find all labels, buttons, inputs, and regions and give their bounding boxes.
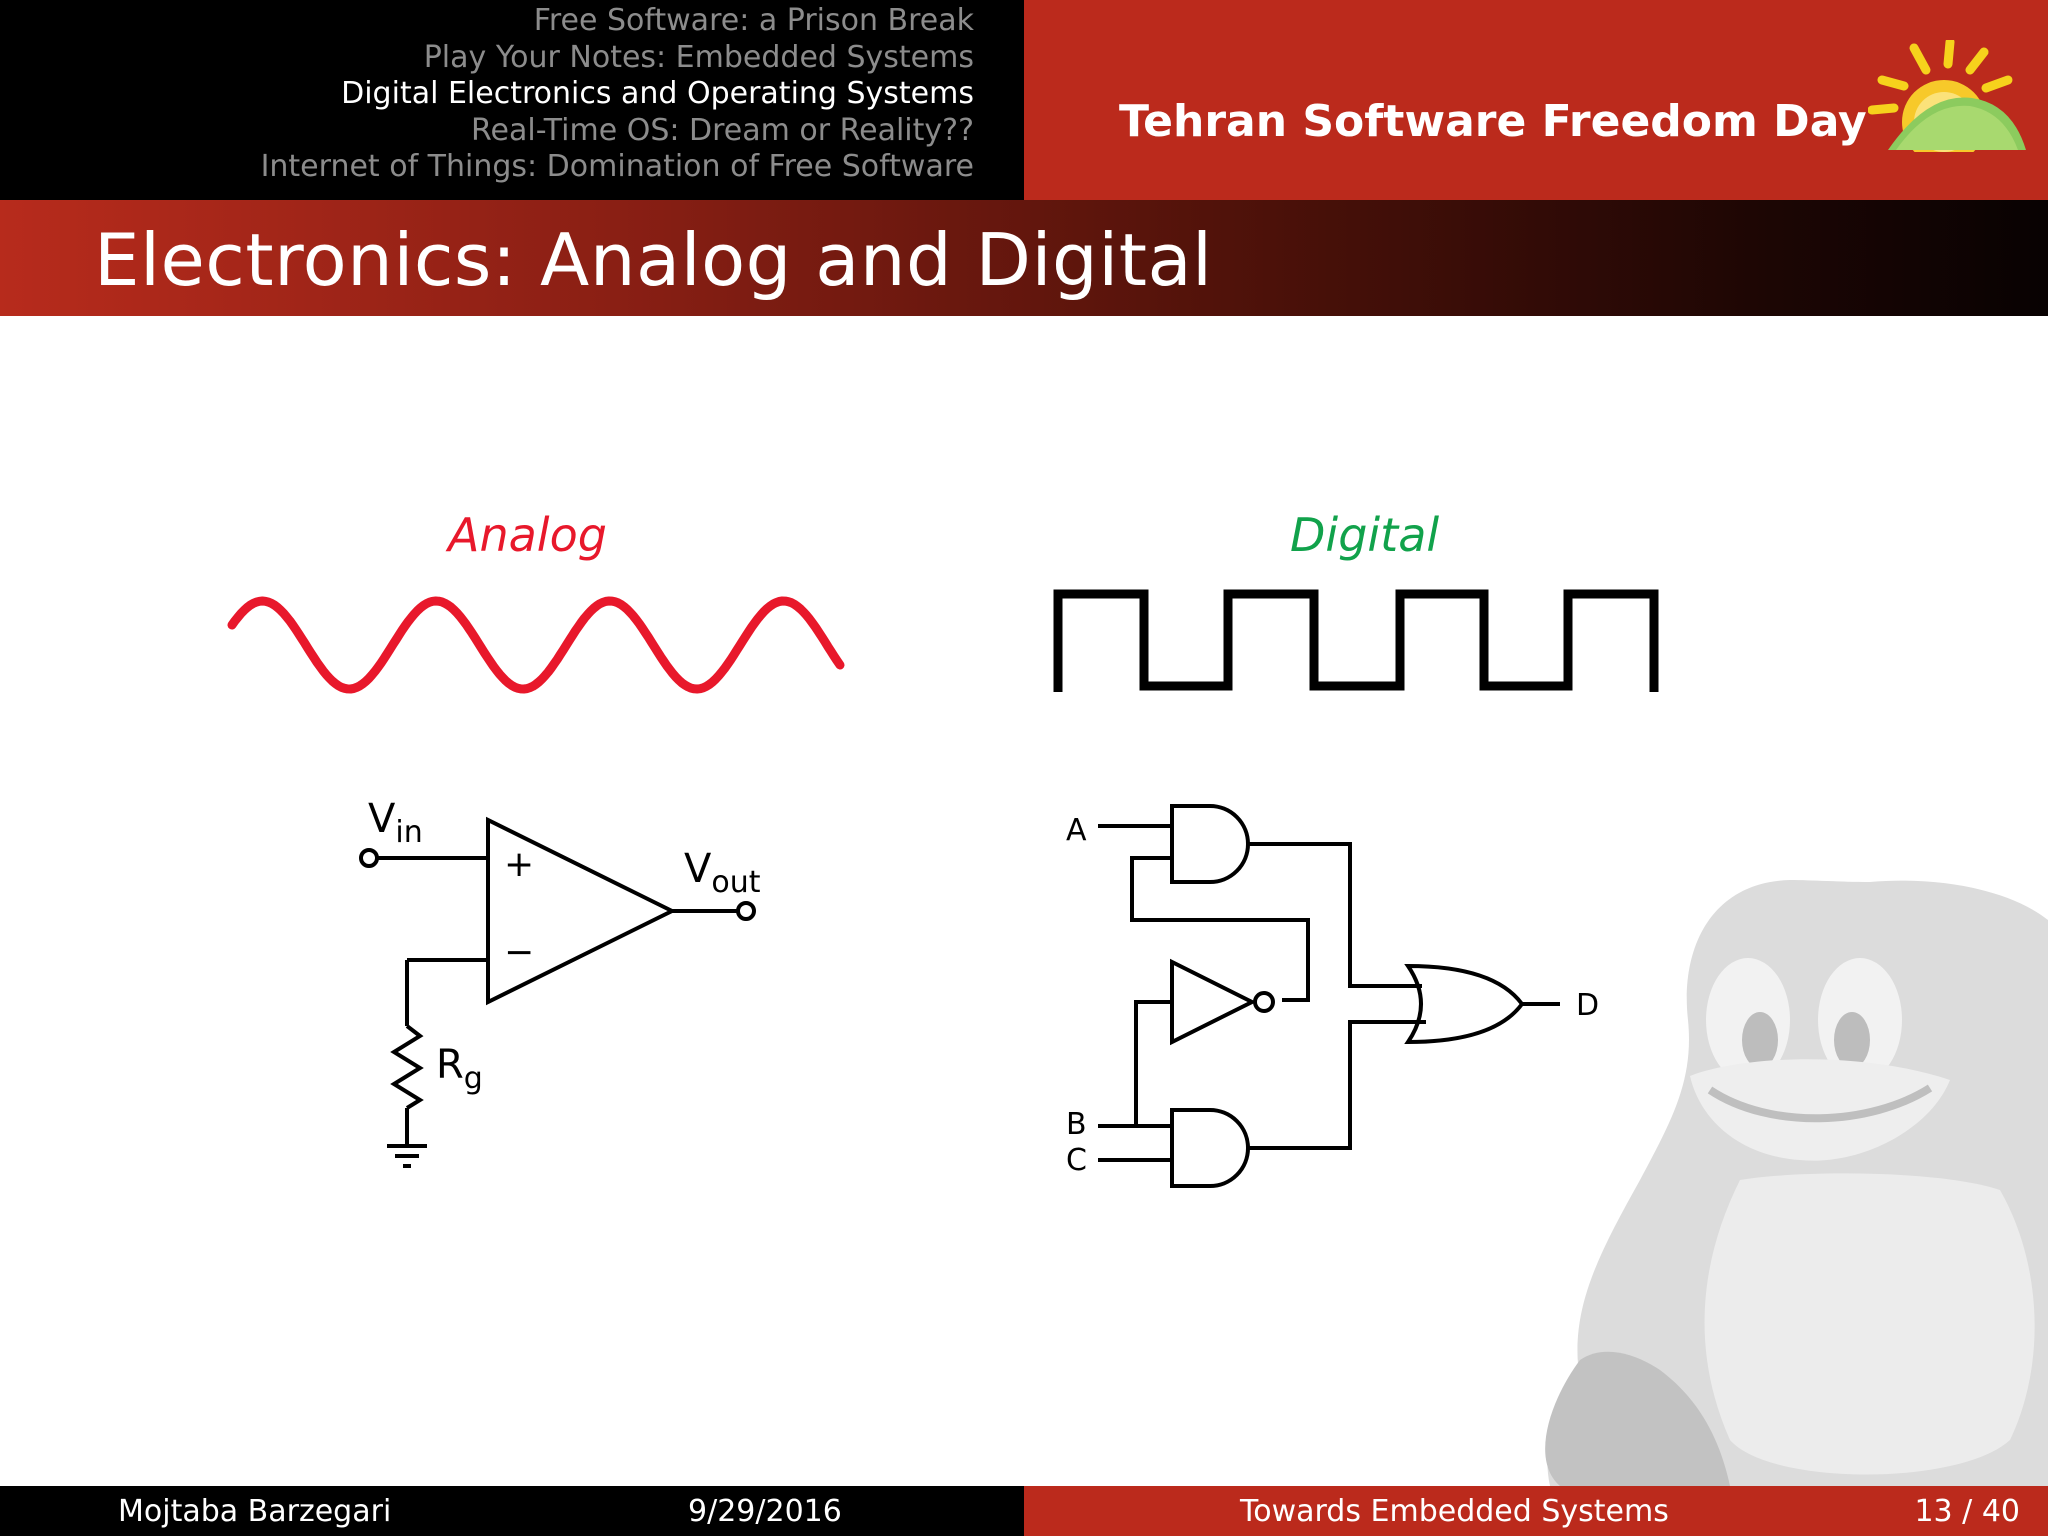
event-title: Tehran Software Freedom Day [1119, 96, 1867, 147]
input-c-label: C [1066, 1143, 1087, 1178]
vin-label: Vin [368, 796, 423, 850]
opamp-circuit-diagram: Vin + − Vout Rg [359, 796, 761, 1168]
footer-right-panel: Towards Embedded Systems 13 / 40 [1024, 1486, 2048, 1536]
input-b-label: B [1066, 1107, 1087, 1142]
slide-title: Electronics: Analog and Digital [94, 218, 1213, 302]
tux-penguin-icon [1545, 880, 2048, 1486]
logic-gate-diagram: A B C D [1066, 804, 1599, 1188]
digital-square-wave [1053, 589, 1659, 692]
nav-item-digital-electronics[interactable]: Digital Electronics and Operating System… [341, 76, 974, 111]
rg-label: Rg [436, 1042, 483, 1096]
footer-left-panel: Mojtaba Barzegari 9/29/2016 [0, 1486, 1024, 1536]
digital-label: Digital [1290, 508, 1440, 562]
analog-sine-wave [227, 596, 845, 694]
plus-sign: + [504, 844, 534, 885]
footer-talk-title: Towards Embedded Systems [1240, 1494, 1669, 1529]
vout-label: Vout [684, 846, 761, 900]
footer-date: 9/29/2016 [688, 1494, 842, 1529]
footer-author: Mojtaba Barzegari [118, 1494, 392, 1529]
nav-item-free-software[interactable]: Free Software: a Prison Break [533, 3, 974, 38]
slide-title-bar: Electronics: Analog and Digital [0, 200, 2048, 316]
analog-label: Analog [448, 508, 607, 562]
section-nav-list: Free Software: a Prison Break Play Your … [261, 3, 974, 186]
footer-page-number: 13 / 40 [1914, 1494, 2020, 1529]
nav-item-real-time-os[interactable]: Real-Time OS: Dream or Reality?? [471, 112, 974, 148]
nav-item-internet-of-things[interactable]: Internet of Things: Domination of Free S… [260, 149, 974, 184]
sun-logo-icon [1868, 40, 2026, 152]
section-nav-panel: Free Software: a Prison Break Play Your … [0, 0, 1024, 200]
nav-item-embedded-systems[interactable]: Play Your Notes: Embedded Systems [423, 39, 974, 75]
event-header-panel: Tehran Software Freedom Day [1024, 0, 2048, 200]
output-d-label: D [1576, 988, 1599, 1023]
input-a-label: A [1066, 813, 1087, 848]
minus-sign: − [504, 932, 534, 973]
